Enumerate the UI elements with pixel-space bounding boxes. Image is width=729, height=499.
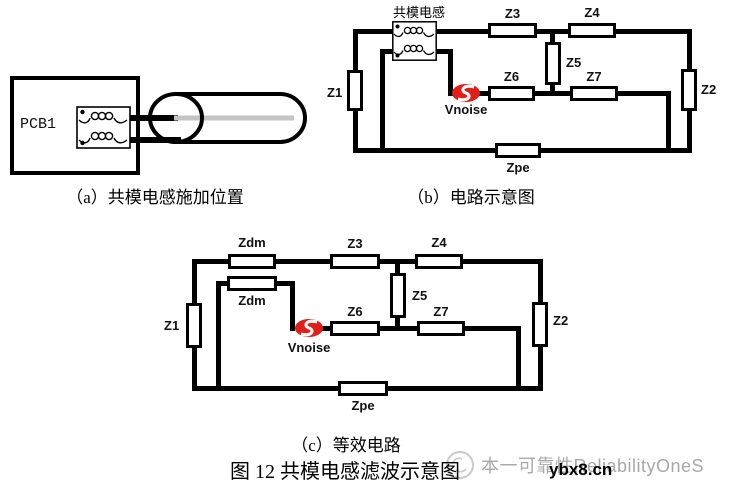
wire [686,28,692,72]
wire [352,110,358,153]
wire [191,385,339,391]
cable-icon [146,91,312,145]
wire [437,28,488,34]
choke-label: 共模电感 [392,5,445,20]
wire [276,258,330,264]
label-z3: Z3 [347,236,363,251]
wire [616,90,671,96]
wire [447,48,453,96]
resistor-z1 [186,303,202,348]
caption-panel-a: （a）共模电感施加位置 [66,188,244,207]
wire [352,28,358,73]
watermark-logo-icon [443,450,477,482]
label-vnoise: Vnoise [444,102,488,117]
resistor-z3 [488,23,537,38]
wire [128,114,178,121]
wire [352,28,393,34]
resistor-z6 [488,85,535,101]
wire [686,110,692,153]
label-z3: Z3 [504,6,521,21]
label-z7: Z7 [433,304,449,319]
wire [550,83,555,96]
wire [379,48,385,153]
resistor-zpe [338,380,388,396]
resistor-zdm-bottom [227,276,277,291]
label-zpe: Zpe [506,160,530,175]
wire [352,147,496,153]
caption-panel-c: （c）等效电路 [291,436,401,455]
resistor-z2 [681,69,697,111]
common-mode-choke-icon [392,21,437,61]
watermark-site: ybx8.cn [549,460,613,479]
wire [463,258,543,264]
wire [128,137,181,143]
wire [616,28,692,34]
label-zdm-bottom: Zdm [238,293,266,308]
wire [379,48,393,54]
wire [215,281,221,391]
resistor-z6 [330,320,380,336]
wire [215,281,228,286]
caption-panel-b: （b）电路示意图 [407,188,535,207]
label-z1: Z1 [164,318,180,333]
label-z4: Z4 [431,235,447,250]
resistor-z5 [390,273,406,318]
wire [537,346,543,391]
pcb-box [10,76,140,175]
resistor-z7 [417,320,465,336]
label-zpe: Zpe [351,398,375,413]
wire [478,90,490,96]
wire [395,316,400,331]
common-mode-choke-icon [76,106,131,149]
wire [191,347,197,391]
label-z1: Z1 [327,85,343,100]
watermark-brand-en: ReliabilityOneS [573,456,705,476]
resistor-z3 [330,253,380,269]
label-z6: Z6 [347,304,363,319]
noise-source-icon [451,83,481,103]
resistor-zpe [495,142,541,158]
wire [515,325,521,391]
resistor-z1 [347,70,363,111]
label-vnoise: Vnoise [287,340,331,355]
label-z6: Z6 [503,69,520,84]
label-z7: Z7 [586,69,602,84]
wire [437,48,453,54]
wire [540,147,692,153]
noise-source-icon [294,318,324,338]
label-zdm-top: Zdm [238,235,266,250]
figure-caption: 图 12 共模电感滤波示意图 [230,461,460,483]
wire [320,325,332,331]
label-z2: Z2 [553,313,569,328]
label-z4: Z4 [584,5,600,20]
wire [463,325,521,331]
wire [276,281,295,286]
wire [191,258,197,304]
resistor-zdm-top [228,253,276,269]
watermark-brand-cn: 本一可靠性 [481,456,574,476]
resistor-z5 [545,42,561,85]
wire [289,281,295,331]
wire [537,258,543,303]
watermark-brand: 本一可靠性ReliabilityOneS [481,452,704,478]
wire [191,258,230,264]
resistor-z2 [532,302,548,347]
resistor-z4 [568,23,616,38]
label-z5: Z5 [412,288,428,303]
label-z5: Z5 [566,55,582,70]
wire [387,385,543,391]
wire [395,258,400,275]
wire [550,28,555,44]
resistor-z4 [415,253,463,269]
pcb-label: PCB1 [20,116,57,133]
label-z2: Z2 [701,82,717,97]
wire [665,90,671,153]
resistor-z7 [570,85,618,101]
